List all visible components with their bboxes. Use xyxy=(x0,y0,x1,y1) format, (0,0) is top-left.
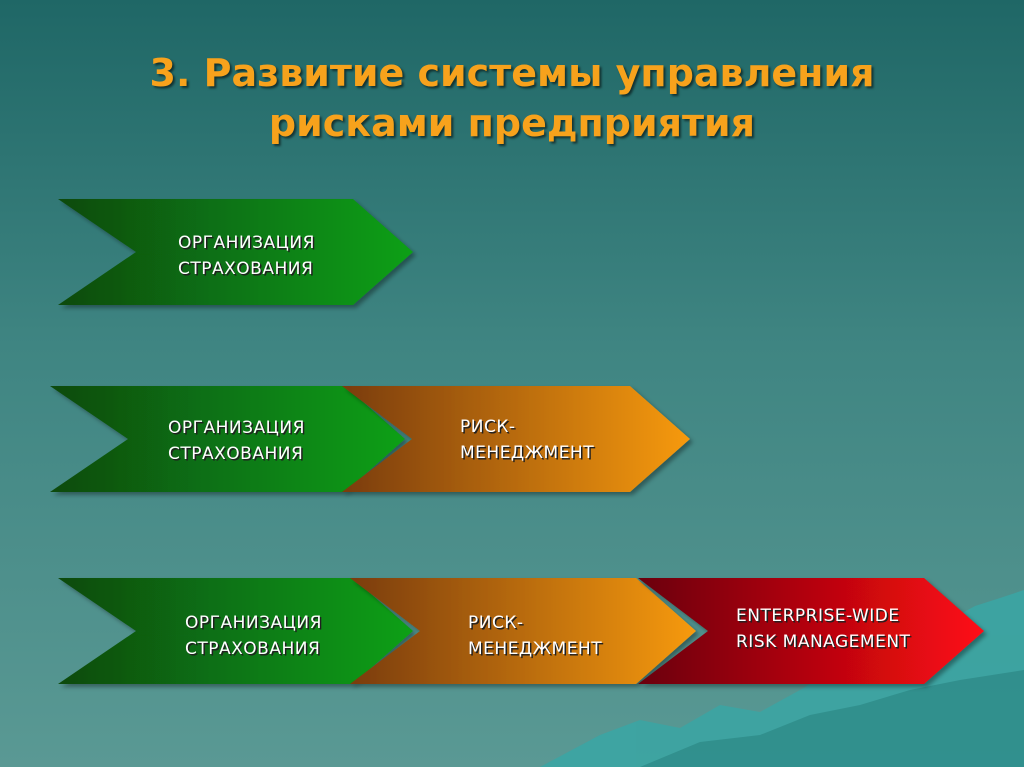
row-2-green-label-line-1: ОРГАНИЗАЦИЯ xyxy=(168,418,305,438)
slide-title-line-1: 3. Развитие системы управления xyxy=(149,51,875,95)
row-1-green-label-line-1: ОРГАНИЗАЦИЯ xyxy=(178,233,315,253)
row-2-orange-label-shadow: РИСК- xyxy=(462,419,518,439)
row-3-red-label-line-1: ENTERPRISE-WIDE xyxy=(736,606,900,626)
row-3-red-label-shadow: RISK MANAGEMENT xyxy=(738,634,913,654)
row-3-orange-label-shadow: МЕНЕДЖМЕНТ xyxy=(470,641,604,661)
row-1-green-label-shadow: ОРГАНИЗАЦИЯ xyxy=(180,235,317,255)
row-3-orange-label-line-2: МЕНЕДЖМЕНТ xyxy=(468,639,602,659)
row-3-orange-label-shadow: РИСК- xyxy=(470,615,526,635)
row-2: ОРГАНИЗАЦИЯОРГАНИЗАЦИЯСТРАХОВАНИЯСТРАХОВ… xyxy=(50,386,690,492)
row-3-red-label-line-2: RISK MANAGEMENT xyxy=(736,632,911,652)
row-2-orange-label-shadow: МЕНЕДЖМЕНТ xyxy=(462,445,596,465)
row-3-orange-arrow xyxy=(350,578,696,684)
row-2-green-label-shadow: ОРГАНИЗАЦИЯ xyxy=(170,420,307,440)
row-3-green-label-line-1: ОРГАНИЗАЦИЯ xyxy=(185,613,322,633)
row-1-green-label-line-2: СТРАХОВАНИЯ xyxy=(178,259,313,279)
row-2-green-label-shadow: СТРАХОВАНИЯ xyxy=(170,446,305,466)
row-2-orange-label-line-1: РИСК- xyxy=(460,417,516,437)
row-3-red-label-shadow: ENTERPRISE-WIDE xyxy=(738,608,902,628)
mountains-decoration xyxy=(540,590,1024,767)
row-3-green-label-shadow: СТРАХОВАНИЯ xyxy=(187,641,322,661)
row-1-green-arrow xyxy=(58,199,413,305)
row-2-orange-arrow xyxy=(342,386,690,492)
row-2-green-label-line-2: СТРАХОВАНИЯ xyxy=(168,444,303,464)
row-1-green-label-shadow: СТРАХОВАНИЯ xyxy=(180,261,315,281)
row-3-orange-label-line-1: РИСК- xyxy=(468,613,524,633)
slide-title: 3. Развитие системы управления рисками п… xyxy=(0,48,1024,148)
row-3-green-label-shadow: ОРГАНИЗАЦИЯ xyxy=(187,615,324,635)
row-3-green-label-line-2: СТРАХОВАНИЯ xyxy=(185,639,320,659)
row-2-orange-label-line-2: МЕНЕДЖМЕНТ xyxy=(460,443,594,463)
row-1: ОРГАНИЗАЦИЯОРГАНИЗАЦИЯСТРАХОВАНИЯСТРАХОВ… xyxy=(58,199,413,305)
row-3-green-arrow xyxy=(58,578,413,684)
row-3-red-arrow xyxy=(638,578,984,684)
slide-title-line-2: рисками предприятия xyxy=(268,101,756,145)
row-3: ОРГАНИЗАЦИЯОРГАНИЗАЦИЯСТРАХОВАНИЯСТРАХОВ… xyxy=(58,578,984,684)
row-2-green-arrow xyxy=(50,386,405,492)
